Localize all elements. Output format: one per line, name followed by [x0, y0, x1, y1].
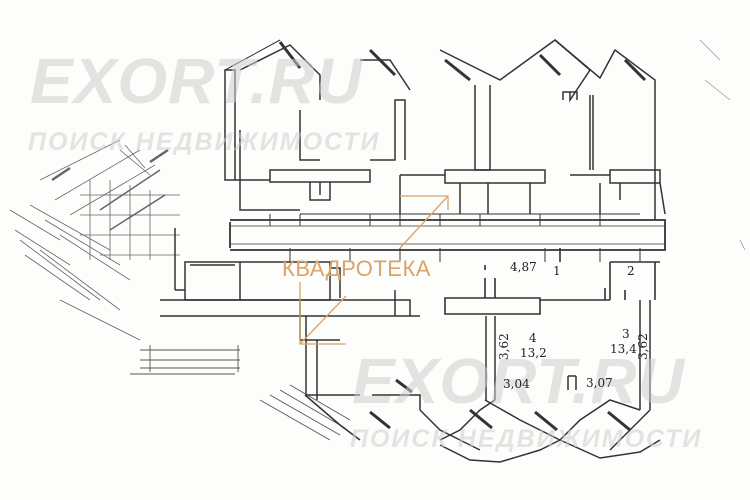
room-3-number: 3	[622, 327, 630, 341]
dimension-room3-width: 3,07	[586, 376, 613, 390]
dimension-room4-width: 3,04	[503, 377, 530, 391]
room-1-number: 1	[553, 264, 561, 278]
room-4-area: 13,2	[520, 346, 547, 360]
corridor-ticks	[269, 214, 641, 262]
left-rooms	[160, 228, 420, 341]
lower-rooms	[304, 300, 661, 463]
room-2-number: 2	[627, 264, 635, 278]
right-edge-marks	[699, 39, 746, 251]
logo-graphic	[299, 195, 449, 345]
left-hatching	[9, 139, 180, 341]
room-1-area: 4,87	[510, 260, 537, 274]
watermark-tagline-top: ПОИСК НЕДВИЖИМОСТИ	[28, 128, 381, 156]
watermark-brand-top: EXORT.RU	[30, 45, 363, 117]
dimension-room3-height: 3,62	[636, 333, 650, 360]
room-4-number: 4	[529, 331, 537, 345]
watermark-brand-bottom: EXORT.RU	[352, 345, 685, 417]
stairs-lower-left	[130, 345, 351, 441]
corridor-walls	[229, 213, 666, 251]
logo-text: КВАДРОТЕКА	[282, 256, 431, 281]
watermark-tagline-bottom: ПОИСК НЕДВИЖИМОСТИ	[350, 425, 703, 453]
dimension-room4-height: 3,62	[497, 333, 511, 360]
bottom-bar	[444, 248, 660, 315]
room-3-area: 13,4	[610, 342, 637, 356]
upper-rooms	[224, 39, 666, 220]
